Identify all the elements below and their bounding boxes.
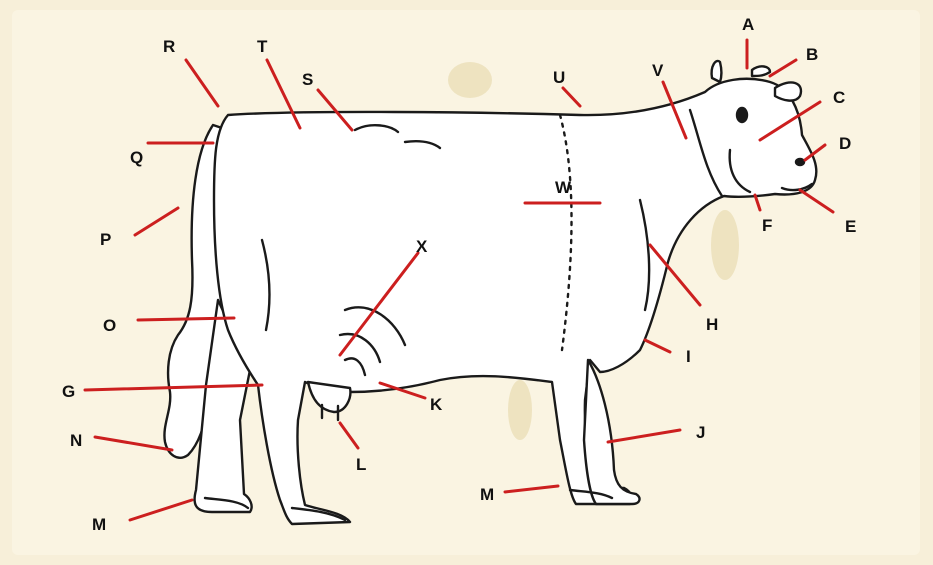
label-p: P: [100, 230, 111, 249]
label-m2: M: [480, 485, 494, 504]
label-q: Q: [130, 148, 143, 167]
label-o: O: [103, 316, 116, 335]
cow-ear: [775, 82, 801, 100]
label-i: I: [686, 347, 691, 366]
label-x: X: [416, 237, 428, 256]
label-g: G: [62, 382, 75, 401]
label-v: V: [652, 61, 664, 80]
label-b: B: [806, 45, 818, 64]
label-e: E: [845, 217, 856, 236]
background-smudge: [448, 62, 492, 98]
label-n: N: [70, 431, 82, 450]
label-k: K: [430, 395, 443, 414]
cow-nostril: [796, 159, 804, 165]
label-u: U: [553, 68, 565, 87]
label-t: T: [257, 37, 268, 56]
cow-horn: [712, 61, 722, 82]
background-smudge: [508, 380, 532, 440]
cow-horn: [752, 66, 770, 76]
label-m1: M: [92, 515, 106, 534]
label-d: D: [839, 134, 851, 153]
pointer-line-o: [138, 318, 234, 320]
label-s: S: [302, 70, 313, 89]
label-f: F: [762, 216, 772, 235]
label-a: A: [742, 15, 754, 34]
label-h: H: [706, 315, 718, 334]
label-j: J: [696, 423, 705, 442]
label-r: R: [163, 37, 175, 56]
label-l: L: [356, 455, 366, 474]
label-w: W: [555, 178, 572, 197]
label-c: C: [833, 88, 845, 107]
cow-eye: [737, 108, 747, 122]
background-smudge: [711, 210, 739, 280]
